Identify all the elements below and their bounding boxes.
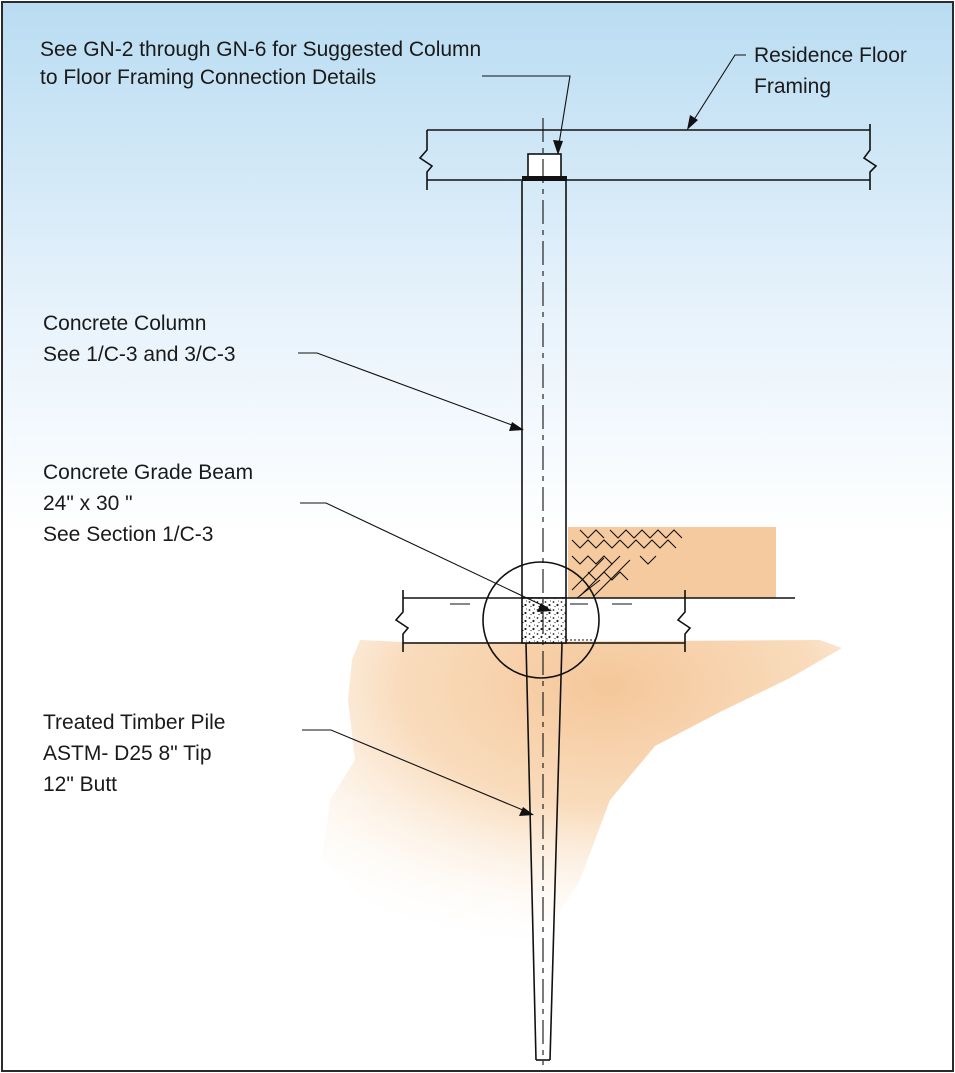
label-pile-line3: 12" Butt xyxy=(43,773,117,796)
callout-floor-framing: Residence Floor Framing xyxy=(754,44,907,98)
soil-hatch xyxy=(571,529,683,597)
label-connection-line2: to Floor Framing Connection Details xyxy=(40,66,376,89)
callout-connection: See GN-2 through GN-6 for Suggested Colu… xyxy=(40,38,481,89)
label-pile-line2: ASTM- D25 8" Tip xyxy=(43,742,212,765)
label-grade-beam-line3: See Section 1/C-3 xyxy=(43,523,213,546)
callout-column: Concrete Column See 1/C-3 and 3/C-3 xyxy=(43,312,236,366)
label-grade-beam-line1: Concrete Grade Beam xyxy=(43,461,253,484)
label-column-line1: Concrete Column xyxy=(43,312,206,335)
timber-pile xyxy=(525,642,563,1061)
soil-lower xyxy=(322,640,842,945)
label-floor-framing-line1: Residence Floor xyxy=(754,44,907,67)
callout-grade-beam: Concrete Grade Beam 24" x 30 " See Secti… xyxy=(43,461,253,546)
section-callout-circle xyxy=(482,561,600,679)
soil-upper xyxy=(568,527,776,598)
concrete-column xyxy=(521,181,567,598)
label-floor-framing-line2: Framing xyxy=(754,75,831,98)
label-grade-beam-line2: 24" x 30 " xyxy=(43,492,133,515)
pile-cap-concrete xyxy=(521,597,567,644)
label-pile-line1: Treated Timber Pile xyxy=(43,711,225,734)
grade-beam xyxy=(394,590,795,652)
label-column-line2: See 1/C-3 and 3/C-3 xyxy=(43,343,236,366)
floor-framing-beam xyxy=(418,124,878,190)
callout-pile: Treated Timber Pile ASTM- D25 8" Tip 12"… xyxy=(43,711,225,796)
leader-lines xyxy=(298,54,746,816)
label-connection-line1: See GN-2 through GN-6 for Suggested Colu… xyxy=(40,38,481,61)
column-connection xyxy=(522,153,567,181)
